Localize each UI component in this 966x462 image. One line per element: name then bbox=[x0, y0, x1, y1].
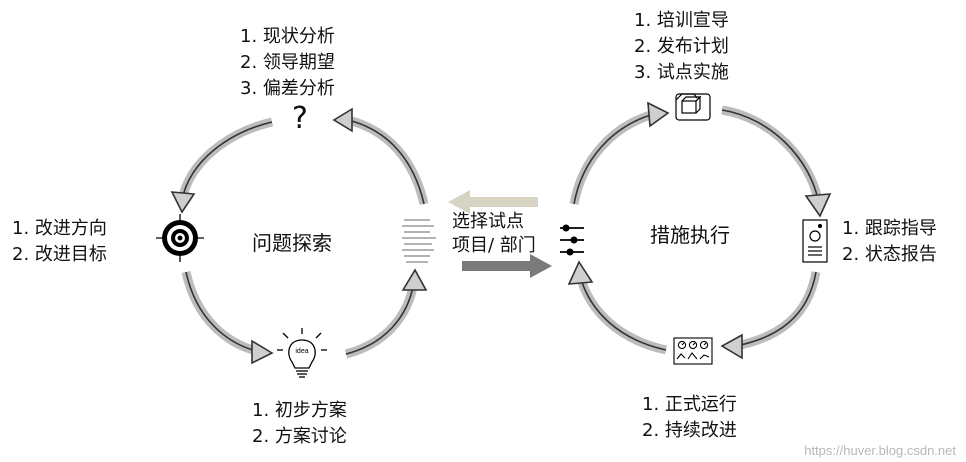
right-pointing-arrow bbox=[462, 254, 552, 278]
left-arc-bottom-right bbox=[344, 268, 428, 359]
list-item: 1. 培训宣导 bbox=[634, 10, 729, 31]
list-item: 1. 改进方向 bbox=[12, 218, 107, 239]
list-item: 2. 发布计划 bbox=[634, 36, 729, 57]
left-bottom-list: 1. 初步方案 2. 方案讨论 bbox=[252, 398, 347, 450]
folder-box-icon bbox=[675, 93, 711, 121]
target-icon bbox=[156, 214, 204, 262]
list-item: 3. 偏差分析 bbox=[240, 78, 335, 99]
middle-label-line2: 项目/ 部门 bbox=[452, 235, 536, 256]
right-cycle-center-label: 措施执行 bbox=[650, 223, 730, 247]
list-item: 1. 现状分析 bbox=[240, 26, 335, 47]
slider-settings-icon bbox=[560, 224, 584, 256]
right-top-list: 1. 培训宣导 2. 发布计划 3. 试点实施 bbox=[634, 8, 729, 86]
lightbulb-icon bbox=[277, 328, 327, 378]
right-side-list: 1. 跟踪指导 2. 状态报告 bbox=[842, 216, 937, 268]
report-document-icon bbox=[802, 219, 828, 263]
right-arc-bottom-right bbox=[720, 271, 821, 360]
right-cycle-arrows bbox=[567, 101, 832, 360]
list-item: 2. 领导期望 bbox=[240, 52, 335, 73]
watermark: https://huver.blog.csdn.net bbox=[804, 443, 956, 458]
right-arc-bottom-left bbox=[567, 260, 667, 355]
left-side-list: 1. 改进方向 2. 改进目标 bbox=[12, 216, 107, 268]
right-bottom-list: 1. 正式运行 2. 持续改进 bbox=[642, 392, 737, 444]
list-item: 1. 跟踪指导 bbox=[842, 218, 937, 239]
dashboard-icon bbox=[673, 337, 713, 365]
bulb-idea-text: idea bbox=[295, 348, 308, 355]
list-item: 2. 持续改进 bbox=[642, 420, 737, 441]
list-item: 2. 状态报告 bbox=[842, 244, 937, 265]
left-arc-bottom-left bbox=[181, 270, 274, 365]
list-item: 3. 试点实施 bbox=[634, 62, 729, 83]
list-item: 1. 正式运行 bbox=[642, 394, 737, 415]
left-cycle-center-label: 问题探索 bbox=[252, 231, 332, 255]
middle-arrows bbox=[448, 190, 552, 278]
left-cycle-arrows bbox=[170, 107, 429, 365]
right-arc-top-left bbox=[569, 101, 670, 205]
middle-label: 选择试点 项目/ 部门 bbox=[452, 210, 536, 258]
left-pointing-arrow bbox=[448, 190, 538, 214]
question-mark-icon: ? bbox=[292, 101, 308, 136]
list-item: 2. 改进目标 bbox=[12, 244, 107, 265]
list-item: 2. 方案讨论 bbox=[252, 426, 347, 447]
list-item: 1. 初步方案 bbox=[252, 400, 347, 421]
document-lines-icon bbox=[402, 219, 436, 263]
right-arc-top-right bbox=[721, 105, 832, 218]
middle-label-line1: 选择试点 bbox=[452, 211, 524, 232]
left-arc-top-right bbox=[332, 107, 429, 206]
left-arc-top-left bbox=[170, 117, 274, 214]
left-top-list: 1. 现状分析 2. 领导期望 3. 偏差分析 bbox=[240, 24, 335, 102]
